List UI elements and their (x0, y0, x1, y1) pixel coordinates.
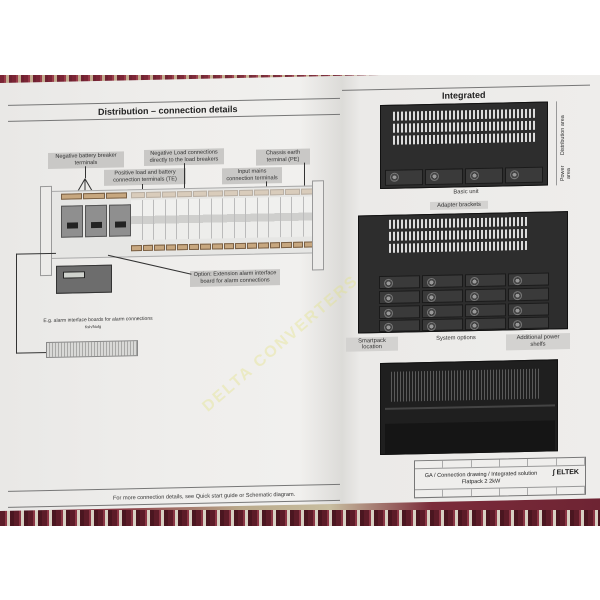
rack-3d-photo (380, 359, 558, 456)
vent-grille (393, 108, 537, 121)
smartpack-controller (56, 264, 112, 294)
title-block-header (415, 457, 585, 470)
distribution-area-label: Distribution area (560, 115, 566, 156)
distribution-title: Distribution – connection details (98, 104, 238, 117)
right-page-integrated: Integrated Distribution area Power area … (342, 77, 592, 499)
title-block-footer (415, 485, 585, 498)
battery-terminals (61, 192, 127, 200)
carpet-bottom (0, 510, 600, 526)
eltek-logo: ∫ ELTEK (552, 468, 579, 477)
integrated-title: Integrated (442, 89, 486, 101)
rectifier-row (379, 272, 549, 290)
eltek-logo-icon: ∫ (552, 469, 555, 477)
battery-breaker (109, 204, 131, 237)
battery-breaker (61, 205, 83, 238)
rectifier-row (385, 166, 543, 186)
alarm-interface-board (46, 340, 138, 359)
bottom-terminals (131, 241, 315, 252)
extended-rack (358, 211, 568, 334)
smartpack-location-caption: Smartpack location (346, 336, 398, 352)
vent-grille (391, 368, 541, 402)
power-area-label: Power area (560, 165, 572, 182)
divider (8, 483, 340, 492)
battery-breaker (85, 204, 107, 238)
basic-unit-caption: Basic unit (453, 188, 479, 196)
callout-chassis-earth: Chassis earth terminal (PE) (256, 148, 310, 166)
vent-grille (389, 216, 529, 229)
callout-positive-load: Positive load and battery connection ter… (104, 168, 186, 186)
vent-grille (389, 228, 529, 241)
adapter-brackets-caption: Adapter brackets (430, 200, 488, 210)
title-line-1: GA / Connection drawing / Integrated sol… (424, 470, 538, 480)
vent-grille (393, 120, 537, 133)
rectifier-row (379, 287, 549, 305)
alarm-board-sub: Ksh/Nofg (84, 323, 102, 330)
rectifier-row (379, 316, 549, 333)
system-options-caption: System options (436, 335, 476, 342)
divider (556, 101, 557, 186)
arrow-line (85, 166, 86, 179)
drawing-title-block: GA / Connection drawing / Integrated sol… (414, 456, 586, 499)
load-breakers (131, 196, 315, 241)
mounting-rail-right (312, 180, 324, 271)
callout-extension-alarm: Option: Extension alarm interface board … (190, 269, 280, 288)
title-line-2: Flatpack 2 2kW (461, 478, 501, 486)
title-block-title: GA / Connection drawing / Integrated sol… (421, 471, 541, 488)
distribution-panel-drawing (42, 185, 320, 260)
divider (8, 499, 340, 508)
additional-power-shelfs-caption: Additional power shelfs (506, 333, 570, 351)
vent-grille (393, 132, 537, 145)
connector-line (16, 252, 56, 354)
left-page-distribution: Distribution – connection details Negati… (8, 90, 340, 508)
vent-grille (389, 240, 529, 253)
footer-note: For more connection details, see Quick s… (113, 491, 296, 502)
callout-negative-battery: Negative battery breaker terminals (48, 151, 124, 169)
arrow-line (107, 254, 192, 275)
document-sheet: Distribution – connection details Negati… (0, 75, 600, 511)
photo-background: Distribution – connection details Negati… (0, 75, 600, 526)
callout-input-mains: Input mains connection terminals (222, 167, 282, 185)
basic-unit-rack (380, 101, 548, 190)
